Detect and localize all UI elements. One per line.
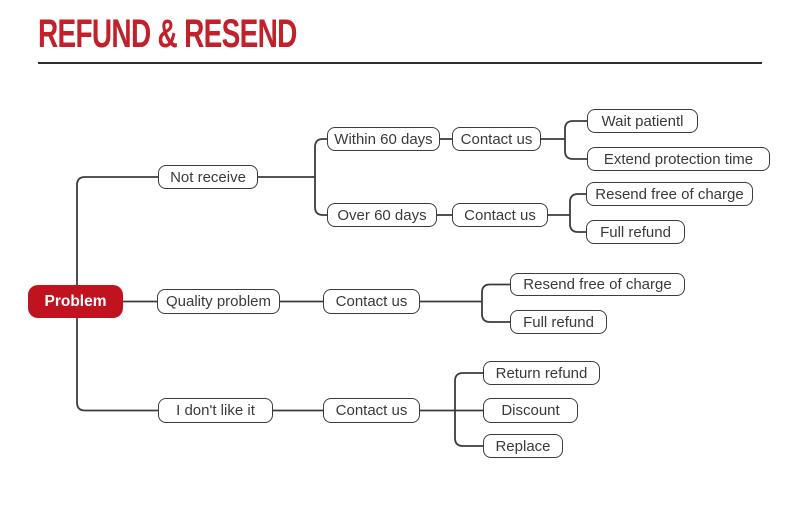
node-wait-patientl: Wait patientl (587, 109, 698, 133)
node-replace: Replace (483, 434, 563, 458)
connector-contact2-fork (569, 193, 586, 233)
node-return-refund: Return refund (483, 361, 600, 385)
node-problem: Problem (28, 285, 123, 318)
node-extend-protection-time: Extend protection time (587, 147, 770, 171)
node-full-refund-1: Full refund (586, 220, 685, 244)
connector-contact1-fork (564, 120, 587, 160)
node-within-60-days: Within 60 days (327, 127, 440, 151)
node-contact-us-2: Contact us (452, 203, 548, 227)
connector-notreceive-fork (314, 138, 327, 216)
node-contact-us-3: Contact us (323, 289, 420, 314)
node-not-receive: Not receive (158, 165, 258, 189)
node-contact-us-4: Contact us (323, 398, 420, 423)
node-resend-free-of-charge-2: Resend free of charge (510, 273, 685, 296)
node-resend-free-of-charge-1: Resend free of charge (586, 182, 753, 206)
node-contact-us-1: Contact us (452, 127, 541, 151)
connector-contact4-fork (454, 372, 483, 447)
page-title: REFUND & RESEND (38, 12, 297, 56)
node-over-60-days: Over 60 days (327, 203, 437, 227)
node-full-refund-2: Full refund (510, 310, 607, 334)
node-i-dont-like-it: I don't like it (158, 398, 273, 423)
node-quality-problem: Quality problem (157, 289, 280, 314)
connector-contact3-fork (481, 283, 510, 323)
node-discount: Discount (483, 398, 578, 423)
title-underline (38, 62, 762, 64)
